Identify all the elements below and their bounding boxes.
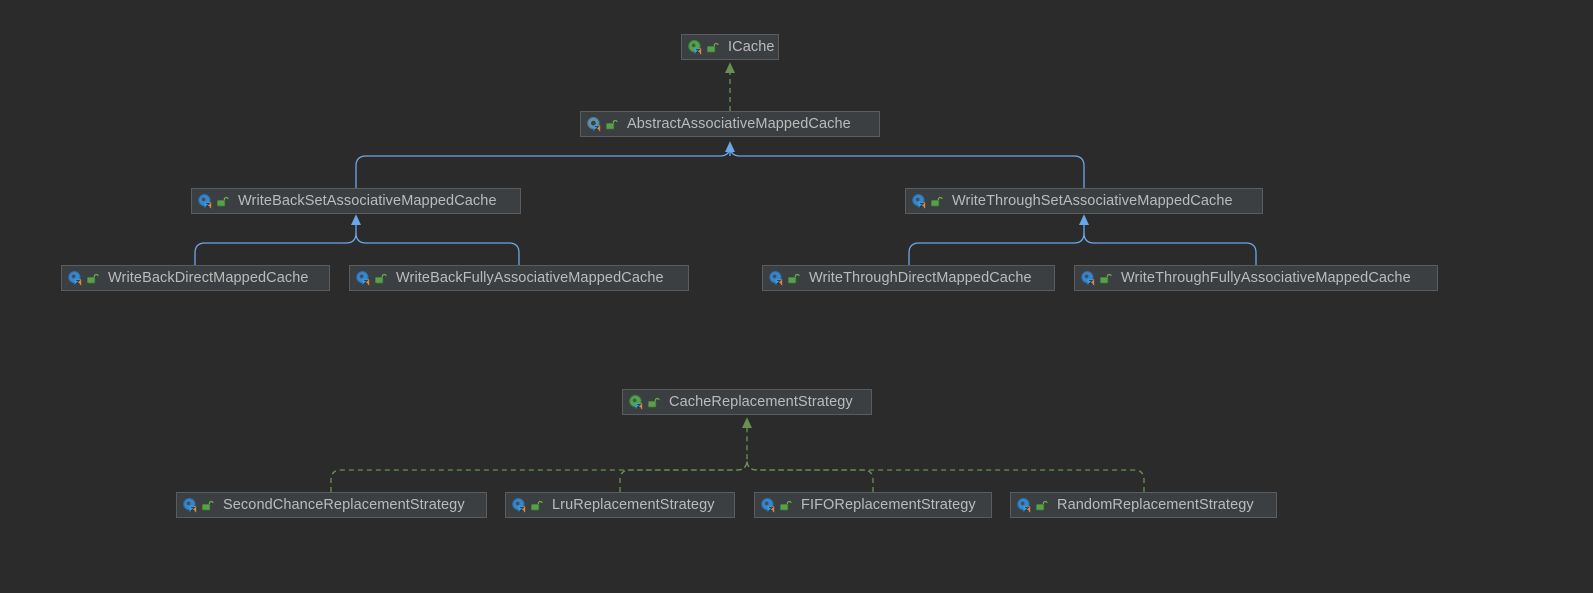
node-icons [511,497,543,513]
edge-lru-to-crs [619,459,748,492]
edge-wbfully-to-wbset [355,232,520,265]
class-node-lru[interactable]: LruReplacementStrategy [505,492,735,518]
class-node-label: SecondChanceReplacementStrategy [223,497,465,513]
class-icon [511,497,527,513]
class-node-crs[interactable]: CacheReplacementStrategy [622,389,872,415]
lock-public-icon [1099,272,1112,285]
class-icon [768,270,784,286]
lock-public-icon [930,195,943,208]
lock-public-icon [1035,499,1048,512]
interface-icon [628,394,644,410]
node-icons [911,193,943,209]
class-node-wb_set[interactable]: WriteBackSetAssociativeMappedCache [191,188,521,214]
edge-fifo-to-crs [746,459,874,492]
lock-public-icon [779,499,792,512]
class-node-label: ICache [728,39,775,55]
class-node-label: WriteThroughDirectMappedCache [809,270,1032,286]
node-icons [182,497,214,513]
class-icon [197,193,213,209]
class-icon [182,497,198,513]
edge-wbset-to-abstract [355,146,730,188]
edge-wtfully-to-wtset [1083,232,1257,265]
class-node-label: WriteBackSetAssociativeMappedCache [238,193,497,209]
class-icon [760,497,776,513]
node-icons [687,39,719,55]
node-icons [586,116,618,132]
node-icons [760,497,792,513]
class-node-wt_direct[interactable]: WriteThroughDirectMappedCache [762,265,1055,291]
lock-public-icon [605,118,618,131]
class-node-second_chance[interactable]: SecondChanceReplacementStrategy [176,492,487,518]
class-node-wb_fully[interactable]: WriteBackFullyAssociativeMappedCache [349,265,689,291]
edge-wbdirect-to-wbset [194,224,356,265]
class-node-label: WriteBackFullyAssociativeMappedCache [396,270,664,286]
lock-public-icon [706,41,719,54]
node-icons [1016,497,1048,513]
edge-wtset-to-abstract [729,145,1085,188]
class-icon [67,270,83,286]
class-node-label: WriteBackDirectMappedCache [108,270,309,286]
edge-secondchance-to-crs [330,427,747,492]
edge-wtdirect-to-wtset [908,224,1084,265]
class-icon [1080,270,1096,286]
class-node-label: RandomReplacementStrategy [1057,497,1254,513]
class-node-fifo[interactable]: FIFOReplacementStrategy [754,492,992,518]
class-icon [1016,497,1032,513]
class-node-icache[interactable]: ICache [681,34,779,60]
lock-public-icon [216,195,229,208]
class-node-label: FIFOReplacementStrategy [801,497,976,513]
node-icons [1080,270,1112,286]
edge-random-to-crs [746,459,1145,492]
class-node-abstract_assoc[interactable]: AbstractAssociativeMappedCache [580,111,880,137]
lock-public-icon [374,272,387,285]
class-icon [911,193,927,209]
class-node-random[interactable]: RandomReplacementStrategy [1010,492,1277,518]
lock-public-icon [647,396,660,409]
interface-icon [687,39,703,55]
node-icons [768,270,800,286]
abstract-class-icon [586,116,602,132]
class-node-wt_fully[interactable]: WriteThroughFullyAssociativeMappedCache [1074,265,1438,291]
node-icons [67,270,99,286]
node-icons [197,193,229,209]
node-icons [628,394,660,410]
lock-public-icon [787,272,800,285]
lock-public-icon [86,272,99,285]
node-icons [355,270,387,286]
lock-public-icon [201,499,214,512]
class-node-label: LruReplacementStrategy [552,497,715,513]
class-icon [355,270,371,286]
class-node-wb_direct[interactable]: WriteBackDirectMappedCache [61,265,330,291]
lock-public-icon [530,499,543,512]
class-node-label: WriteThroughFullyAssociativeMappedCache [1121,270,1411,286]
class-node-label: CacheReplacementStrategy [669,394,853,410]
class-node-label: WriteThroughSetAssociativeMappedCache [952,193,1233,209]
class-node-label: AbstractAssociativeMappedCache [627,116,851,132]
class-node-wt_set[interactable]: WriteThroughSetAssociativeMappedCache [905,188,1263,214]
